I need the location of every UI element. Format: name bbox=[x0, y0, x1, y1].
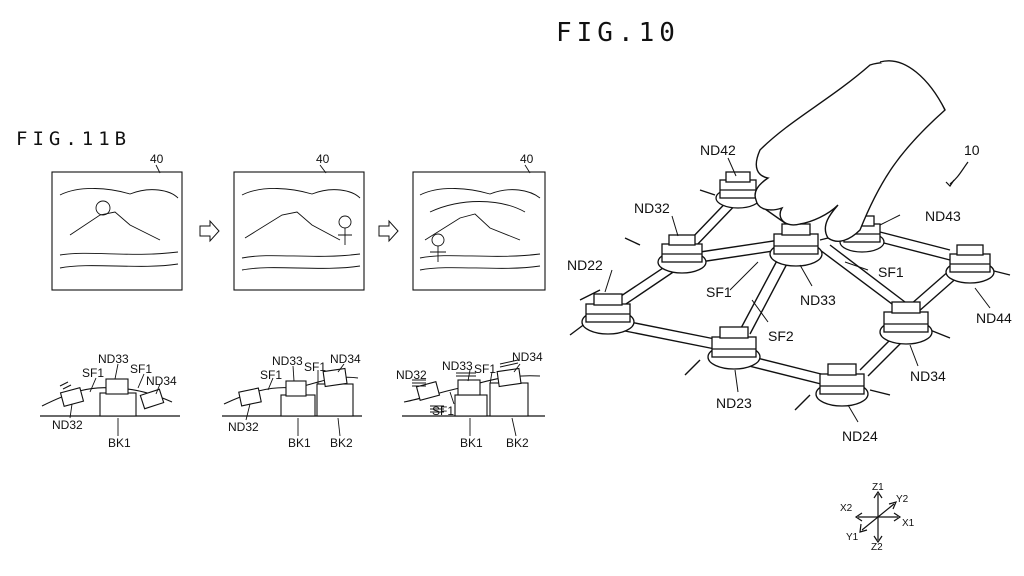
shaft-label-sf1-left: SF1 bbox=[706, 284, 732, 300]
fig10-leaders bbox=[604, 157, 991, 423]
ref-label-10: 10 bbox=[964, 142, 980, 158]
panel3-screen-ref: 40 bbox=[520, 152, 534, 166]
panel3-label-sf1-a: SF1 bbox=[474, 362, 497, 376]
shaft-label-sf1-right: SF1 bbox=[878, 264, 904, 280]
shaft-label-sf2: SF2 bbox=[768, 328, 794, 344]
panel3-label-nd34: ND34 bbox=[512, 350, 543, 364]
panel1-label-sf1-b: SF1 bbox=[130, 362, 153, 376]
panel2-label-nd34: ND34 bbox=[330, 352, 361, 366]
node-label-nd33: ND33 bbox=[800, 292, 836, 308]
fig11b-drawing bbox=[40, 164, 546, 437]
panel2-label-sf1-a: SF1 bbox=[260, 368, 283, 382]
transition-arrows bbox=[199, 219, 399, 243]
panel1-label-sf1-a: SF1 bbox=[82, 366, 105, 380]
node-label-nd22: ND22 bbox=[567, 257, 603, 273]
node-label-nd44: ND44 bbox=[976, 310, 1012, 326]
panel2-label-bk2: BK2 bbox=[330, 436, 353, 450]
node-label-nd42: ND42 bbox=[700, 142, 736, 158]
fig11b-title: FIG.11B bbox=[16, 128, 132, 150]
axis-label-y2: Y2 bbox=[896, 494, 909, 505]
panel1-label-bk1: BK1 bbox=[108, 436, 131, 450]
axis-label-x1: X1 bbox=[902, 518, 915, 529]
axis-label-z1: Z1 bbox=[872, 482, 884, 493]
node-label-nd24: ND24 bbox=[842, 428, 878, 444]
fig10-title: FIG.10 bbox=[556, 18, 680, 48]
panel2-label-bk1: BK1 bbox=[288, 436, 311, 450]
node-label-nd34: ND34 bbox=[910, 368, 946, 384]
panel2-label-sf1-b: SF1 bbox=[304, 360, 327, 374]
panel3-label-sf1-b: SF1 bbox=[432, 404, 455, 418]
axis-label-x2: X2 bbox=[840, 503, 853, 514]
node-label-nd43: ND43 bbox=[925, 208, 961, 224]
fig10-node-shapes bbox=[581, 171, 995, 407]
panel1-label-nd33: ND33 bbox=[98, 352, 129, 366]
panel2-label-nd33: ND33 bbox=[272, 354, 303, 368]
panel1-label-nd34: ND34 bbox=[146, 374, 177, 388]
axis-label-z2: Z2 bbox=[871, 542, 883, 553]
hand-drawing bbox=[754, 60, 946, 242]
panel3-label-bk1: BK1 bbox=[460, 436, 483, 450]
panel3-label-nd33: ND33 bbox=[442, 359, 473, 373]
panel3-label-bk2: BK2 bbox=[506, 436, 529, 450]
node-label-nd32: ND32 bbox=[634, 200, 670, 216]
panel1-screen-ref: 40 bbox=[150, 152, 164, 166]
node-label-nd23: ND23 bbox=[716, 395, 752, 411]
panel1-label-nd32: ND32 bbox=[52, 418, 83, 432]
axis-label-y1: Y1 bbox=[846, 532, 859, 543]
reference-arrow-10 bbox=[949, 161, 969, 185]
axis-cross bbox=[854, 490, 902, 544]
panel2-screen-ref: 40 bbox=[316, 152, 330, 166]
panel3-label-nd32: ND32 bbox=[396, 368, 427, 382]
panel2-label-nd32: ND32 bbox=[228, 420, 259, 434]
